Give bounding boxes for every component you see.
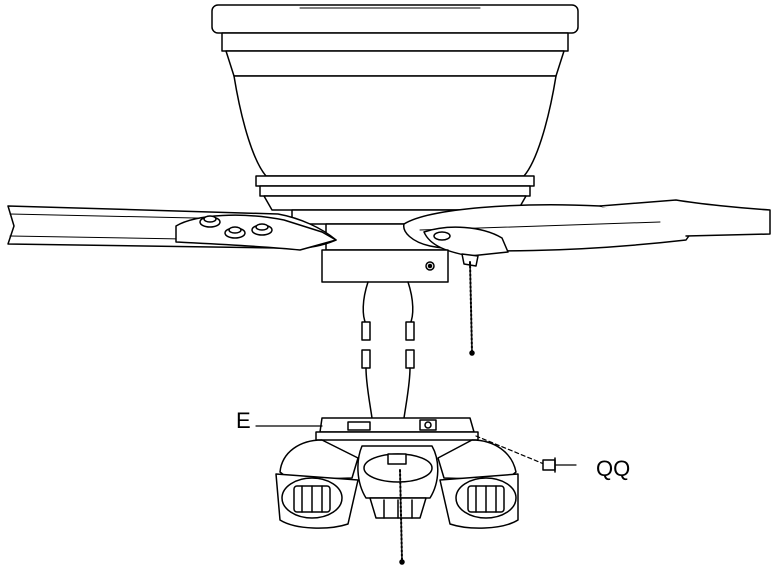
wires-lower xyxy=(365,367,411,419)
lamp-right xyxy=(437,439,519,529)
callout-e-label: E xyxy=(236,408,251,433)
lamp-center xyxy=(357,445,439,519)
blade-iron-left xyxy=(175,214,337,251)
connectors-lower xyxy=(361,349,415,369)
lamp-left xyxy=(275,439,359,529)
light-kit-plate xyxy=(315,417,479,441)
callout-qq-label: QQ xyxy=(596,456,631,481)
light-pull-chain xyxy=(399,469,405,565)
screw-guide-line xyxy=(475,435,545,465)
wires-upper xyxy=(362,281,414,325)
screw-qq xyxy=(542,457,577,473)
motor-housing xyxy=(211,4,579,251)
switch-housing xyxy=(321,249,449,283)
blade-iron-right xyxy=(423,226,509,267)
fan-pull-chain xyxy=(469,261,475,356)
connectors-upper xyxy=(361,321,415,341)
